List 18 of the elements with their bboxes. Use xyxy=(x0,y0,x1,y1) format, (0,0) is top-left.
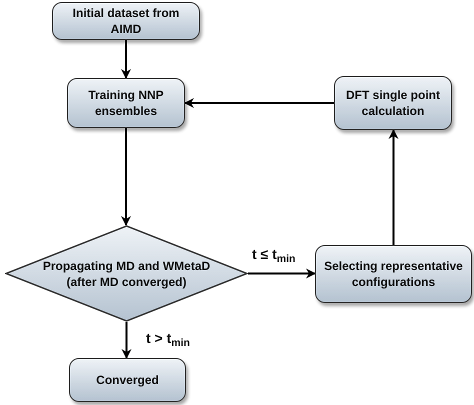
node-label: Propagating MD and WMetaD (after MD converged) xyxy=(42,258,212,290)
process-box xyxy=(52,2,200,40)
node-label: DFT single point calculation xyxy=(345,87,441,119)
arrow xyxy=(121,128,131,226)
process-box xyxy=(315,245,472,303)
node-label: Training NNP ensembles xyxy=(87,87,165,119)
arrow xyxy=(121,40,131,79)
node-label: Selecting representative configurations xyxy=(323,258,464,290)
process-box xyxy=(69,358,186,402)
arrow xyxy=(184,98,334,108)
node-label: Converged xyxy=(96,372,159,388)
process-box xyxy=(67,78,185,128)
arrow xyxy=(388,129,398,245)
arrow xyxy=(122,322,132,359)
decision-diamond xyxy=(5,225,248,322)
process-box xyxy=(334,76,452,130)
arrow xyxy=(248,268,316,278)
node-label: Initial dataset from AIMD xyxy=(72,5,180,37)
